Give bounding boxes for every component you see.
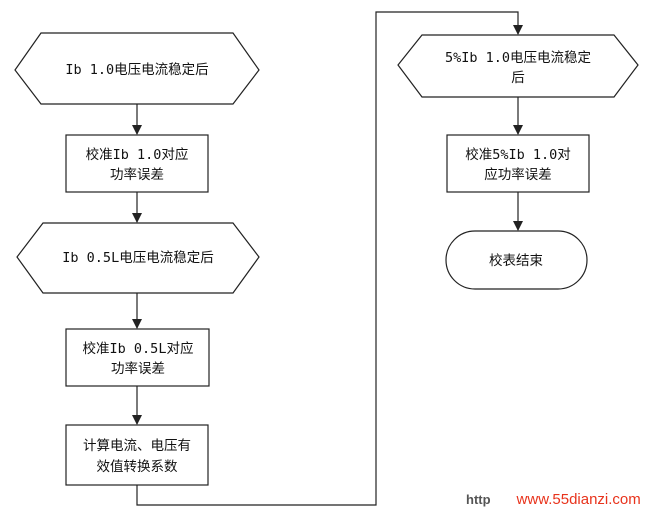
watermark-prefix: http bbox=[466, 492, 491, 507]
node-n3-shape bbox=[16, 222, 260, 294]
arrow-n5-n6 bbox=[136, 11, 523, 506]
node-n3-label: Ib 0.5L电压电流稳定后 bbox=[62, 250, 213, 266]
node-n6-shape bbox=[397, 34, 639, 98]
node-n7-shape bbox=[446, 134, 590, 193]
node-n4-shape bbox=[65, 328, 210, 387]
node-n7-label-line2: 应功率误差 bbox=[484, 166, 552, 183]
node-n5-shape bbox=[65, 424, 209, 486]
node-n6-label-line2: 后 bbox=[511, 70, 525, 86]
node-n1-label: Ib 1.0电压电流稳定后 bbox=[65, 62, 208, 78]
node-n2-label-line1: 校准Ib 1.0对应 bbox=[86, 146, 189, 163]
node-n5-label-line1: 计算电流、电压有 bbox=[83, 438, 191, 454]
node-n2-shape bbox=[65, 134, 209, 193]
node-n1-shape bbox=[14, 32, 260, 105]
node-n8-shape bbox=[445, 230, 588, 290]
node-n7-label-line1: 校准5%Ib 1.0对 bbox=[465, 146, 571, 163]
node-n8-label: 校表结束 bbox=[489, 252, 543, 269]
node-n5-label-line2: 效值转换系数 bbox=[97, 459, 178, 475]
node-n2-label-line2: 功率误差 bbox=[110, 166, 164, 183]
watermark: http www.55dianzi.com bbox=[466, 490, 641, 510]
node-n4-label-line2: 功率误差 bbox=[111, 360, 165, 377]
watermark-site: www.55dianzi.com bbox=[516, 491, 641, 508]
connectors bbox=[132, 11, 523, 506]
node-n6-label-line1: 5%Ib 1.0电压电流稳定 bbox=[445, 50, 591, 66]
node-n4-label-line1: 校准Ib 0.5L对应 bbox=[83, 340, 194, 357]
